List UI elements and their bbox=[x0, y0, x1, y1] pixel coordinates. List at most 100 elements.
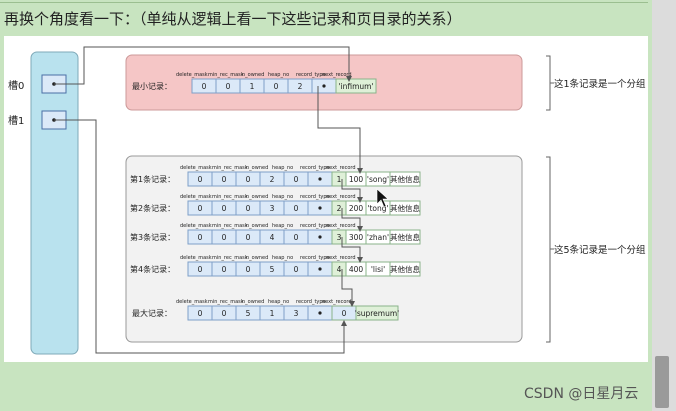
field-header: record_type bbox=[300, 255, 330, 261]
next-record-dot bbox=[318, 267, 322, 271]
supremum-cell bbox=[355, 305, 399, 321]
field-value: 1 bbox=[270, 309, 275, 318]
slot1-pointer bbox=[54, 119, 347, 354]
field-value: 0 bbox=[198, 309, 203, 318]
field-header: min_rec_mask bbox=[212, 194, 248, 200]
record-id-cell-text: 3 bbox=[337, 233, 342, 242]
field-value: 2 bbox=[298, 82, 303, 91]
record-label: 最大记录： bbox=[132, 308, 172, 318]
record-other-cell bbox=[389, 171, 421, 187]
field-value: 0 bbox=[222, 175, 227, 184]
field-value: 0 bbox=[198, 233, 203, 242]
record-id-cell-text: 2 bbox=[337, 204, 342, 213]
field-value: 0 bbox=[198, 265, 203, 274]
field-value: 0 bbox=[246, 233, 251, 242]
field-value: 0 bbox=[274, 82, 279, 91]
record-name-cell-text: 'tong' bbox=[367, 204, 388, 213]
infimum-cell-text: 'infimum' bbox=[338, 82, 373, 91]
field-value: 0 bbox=[198, 204, 203, 213]
field-header: record_type bbox=[296, 72, 326, 78]
field-value: 5 bbox=[270, 265, 275, 274]
record-label: 第3条记录： bbox=[130, 232, 175, 242]
field-header: min_rec_mask bbox=[208, 72, 244, 78]
field-header: n_owned bbox=[242, 72, 264, 78]
field-header: delete_mask bbox=[180, 194, 212, 200]
field-header: heap_no bbox=[272, 194, 293, 200]
mouse-cursor-icon bbox=[376, 188, 389, 208]
record-label: 最小记录： bbox=[132, 82, 172, 91]
field-header: heap_no bbox=[268, 72, 289, 78]
field-header: min_rec_mask bbox=[212, 165, 248, 171]
field-value: 0 bbox=[222, 309, 227, 318]
field-header: delete_mask bbox=[180, 255, 212, 261]
record-name-cell-text: 'zhan' bbox=[367, 233, 389, 242]
record-num-cell-text: 200 bbox=[349, 204, 364, 213]
next-record-dot bbox=[318, 206, 322, 210]
record-label: 第4条记录： bbox=[130, 264, 175, 274]
record-num-cell-text: 300 bbox=[349, 233, 364, 242]
field-value: 0 bbox=[198, 175, 203, 184]
slot-0-label: 槽0 bbox=[8, 79, 24, 92]
record-num-cell-text: 400 bbox=[349, 265, 364, 274]
field-value: 0 bbox=[222, 204, 227, 213]
field-header: n_owned bbox=[246, 223, 268, 229]
field-header: heap_no bbox=[272, 165, 293, 171]
field-value: 3 bbox=[270, 204, 275, 213]
scrollbar-track[interactable] bbox=[652, 0, 676, 411]
field-header: record_type bbox=[300, 223, 330, 229]
record-name-cell-text: 'lisi' bbox=[371, 265, 385, 274]
field-value: 0 bbox=[294, 265, 299, 274]
page-directory bbox=[30, 51, 79, 355]
field-header: next_record bbox=[322, 72, 352, 78]
page-heading: 再换个角度看一下：（单纯从逻辑上看一下这些记录和页目录的关系） bbox=[4, 10, 462, 28]
supremum-cell-text: 'supremum' bbox=[355, 309, 399, 318]
slot0-pointer bbox=[54, 46, 352, 85]
field-value: 3 bbox=[294, 309, 299, 318]
field-header: delete_mask bbox=[180, 165, 212, 171]
field-value: 0 bbox=[226, 82, 231, 91]
rec2-to-rec3-pointer bbox=[341, 208, 363, 232]
bracket-min-group bbox=[546, 55, 551, 111]
field-header: next_record bbox=[326, 165, 356, 171]
rec3-to-rec4-pointer bbox=[341, 237, 363, 263]
next-record-dot bbox=[318, 311, 322, 315]
field-header: heap_no bbox=[272, 223, 293, 229]
field-header: record_type bbox=[296, 299, 326, 305]
field-value: 2 bbox=[270, 175, 275, 184]
field-value: 1 bbox=[250, 82, 255, 91]
max-extra-cell-text: 0 bbox=[342, 309, 347, 318]
record-other-cell-text: 其他信息 bbox=[390, 203, 420, 213]
scrollbar-thumb[interactable] bbox=[655, 356, 669, 408]
field-header: min_rec_mask bbox=[208, 299, 244, 305]
field-header: next_record bbox=[322, 299, 352, 305]
field-value: 0 bbox=[222, 265, 227, 274]
field-header: record_type bbox=[300, 194, 330, 200]
record-id-cell-text: 4 bbox=[337, 265, 342, 274]
record-label: 第1条记录： bbox=[130, 174, 175, 184]
record-num-cell-text: 100 bbox=[349, 175, 364, 184]
min-to-rec1-pointer bbox=[317, 86, 363, 174]
group-note-1: 这1条记录是一个分组 bbox=[554, 78, 646, 90]
next-record-dot bbox=[318, 177, 322, 181]
rec4-to-max-pointer bbox=[341, 269, 355, 307]
record-other-cell bbox=[389, 261, 421, 277]
record-other-cell-text: 其他信息 bbox=[390, 264, 420, 274]
next-record-dot bbox=[318, 235, 322, 239]
field-header: delete_mask bbox=[176, 299, 208, 305]
field-header: n_owned bbox=[246, 255, 268, 261]
field-value: 0 bbox=[294, 204, 299, 213]
field-value: 5 bbox=[246, 309, 251, 318]
field-header: n_owned bbox=[246, 194, 268, 200]
record-other-cell-text: 其他信息 bbox=[390, 232, 420, 242]
bracket-max-group bbox=[546, 156, 551, 343]
field-header: next_record bbox=[326, 194, 356, 200]
next-record-dot bbox=[322, 84, 326, 88]
field-value: 0 bbox=[202, 82, 207, 91]
watermark: CSDN @日星月云 bbox=[524, 386, 639, 402]
